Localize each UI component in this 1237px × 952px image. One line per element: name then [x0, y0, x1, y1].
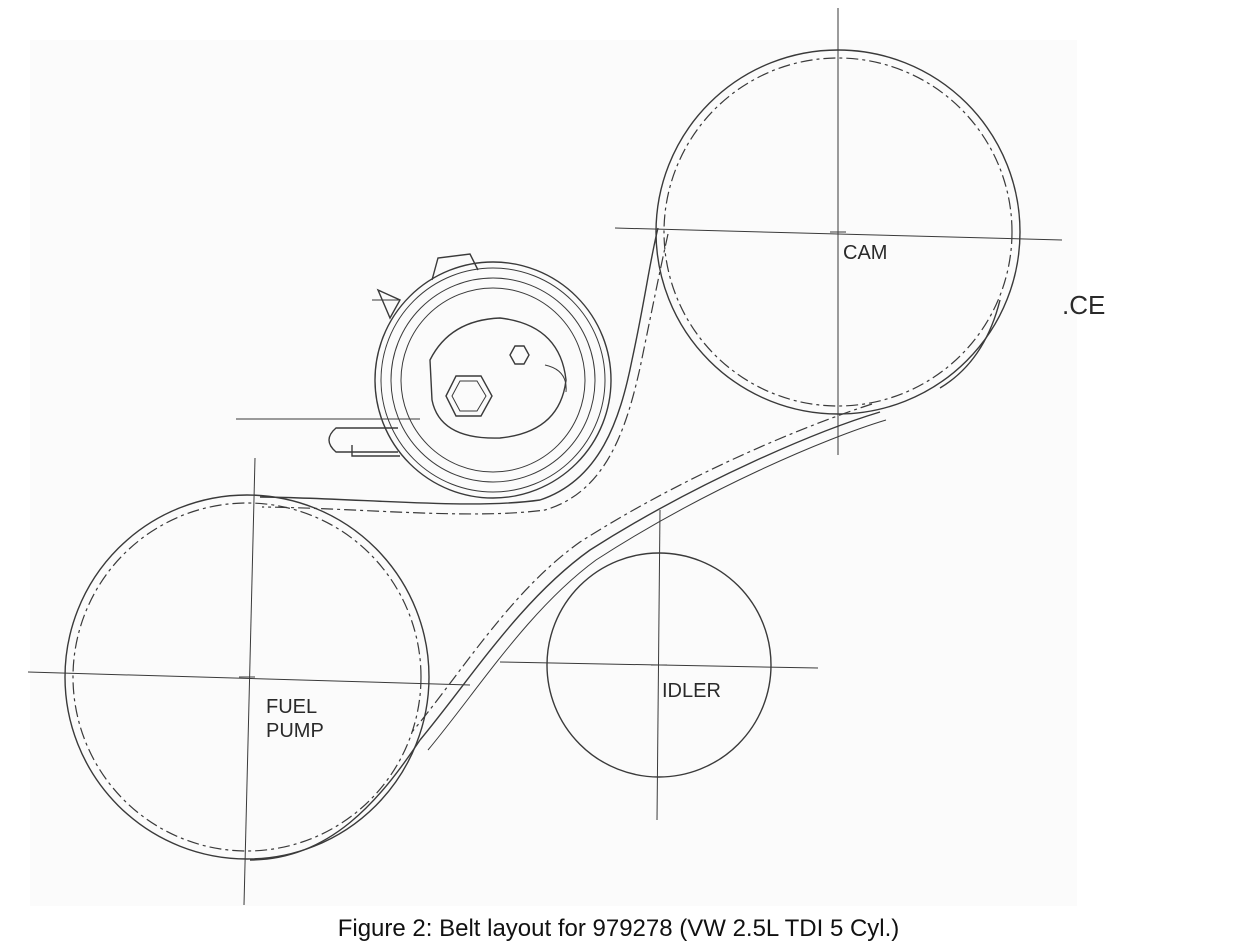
cam-label: CAM	[843, 242, 887, 264]
timing-belt	[249, 227, 1001, 861]
cam-pulley	[614, 8, 1063, 455]
idler-pulley	[499, 509, 819, 821]
paper-area	[30, 40, 1077, 906]
figure-caption: Figure 2: Belt layout for 979278 (VW 2.5…	[337, 915, 900, 942]
idler-label: IDLER	[662, 680, 721, 702]
partial-label: .CE	[1062, 290, 1105, 320]
fuel-label-line1: FUEL	[266, 696, 317, 718]
fuel-label-line2: PUMP	[266, 720, 324, 742]
fuel-pump-pulley	[27, 457, 471, 906]
tensioner-pulley	[236, 253, 612, 499]
